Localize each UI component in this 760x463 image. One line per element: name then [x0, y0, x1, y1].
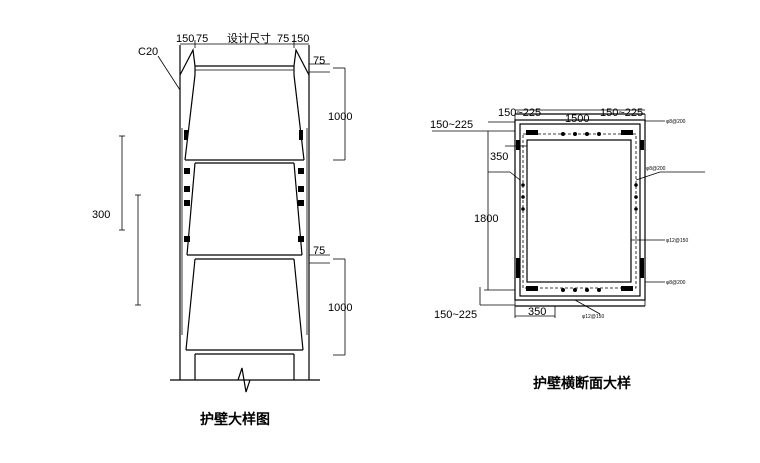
- dim-design-size: 设计尺寸: [227, 31, 271, 45]
- dim-150-225-bottom-left: 150~225: [434, 309, 477, 321]
- rebar-label-5: φ12@150: [582, 314, 604, 320]
- pile-wall-elevation: [119, 40, 346, 393]
- right-drawing-title: 护壁横断面大样: [533, 375, 631, 392]
- rebar-label-1: φ8@200: [666, 119, 686, 125]
- pile-wall-cross-section: [432, 109, 705, 318]
- dim-offset-top: 75: [313, 55, 325, 67]
- dim-350-top: 350: [490, 151, 508, 163]
- dim-75-right: 75: [277, 33, 289, 45]
- dim-75-left: 75: [196, 33, 208, 45]
- label-c20: C20: [138, 46, 158, 58]
- rebar-label-2: φ8@200: [646, 166, 666, 172]
- dim-150-225-top-left: 150~225: [498, 107, 541, 119]
- dim-150-left: 150: [176, 33, 194, 45]
- rebar-label-4: φ8@200: [666, 280, 686, 286]
- dim-offset-mid: 75: [313, 245, 325, 257]
- dim-height-lower: 1000: [328, 302, 352, 314]
- left-drawing-title: 护壁大样图: [200, 411, 270, 428]
- dim-1500: 1500: [565, 113, 589, 125]
- dim-height-upper: 1000: [328, 111, 352, 123]
- dim-150-right: 150: [291, 33, 309, 45]
- dim-150-225-top-right: 150~225: [600, 107, 643, 119]
- rebar-marks: [184, 130, 304, 242]
- dim-overlap: 300: [92, 209, 110, 221]
- rebar-label-3: φ12@150: [666, 238, 688, 244]
- dim-1800: 1800: [474, 213, 498, 225]
- dim-350-bottom: 350: [528, 306, 546, 318]
- dim-150-225-left: 150~225: [430, 119, 473, 131]
